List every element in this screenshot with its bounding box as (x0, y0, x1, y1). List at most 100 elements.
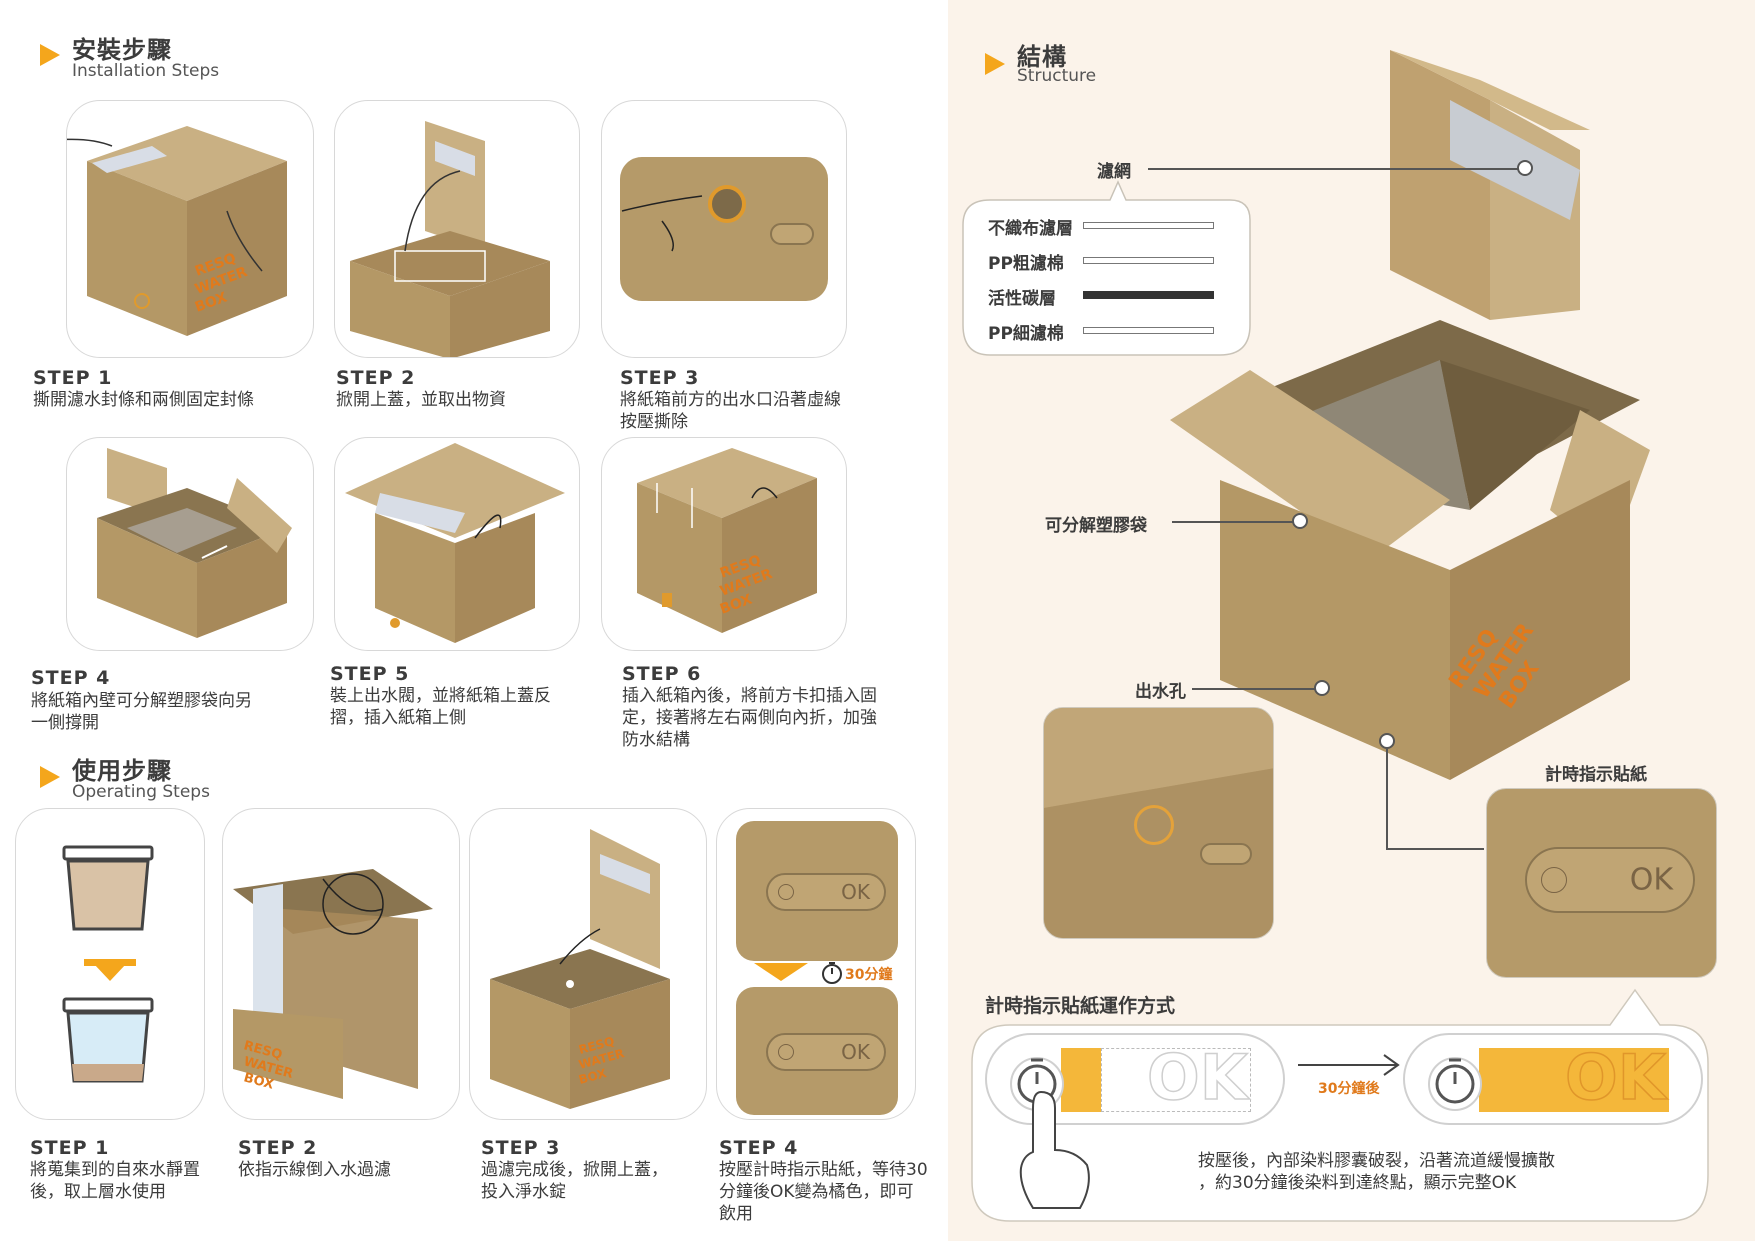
install-step1-desc: 撕開濾水封條和兩側固定封條 (33, 390, 254, 410)
installation-subtitle: Installation Steps (72, 61, 220, 81)
operate-step3-desc: 過濾完成後，掀開上蓋，投入淨水錠 (481, 1160, 668, 1202)
section-marker-icon (40, 766, 60, 788)
dye-fill-start (1061, 1048, 1101, 1112)
outlet-closeup-shading (1044, 708, 1273, 938)
timer-sticker-small (1200, 843, 1252, 865)
operate-step4-label: STEP 4 (719, 1137, 799, 1159)
install-step5-label: STEP 5 (330, 663, 410, 685)
open-box-bag-illustration (97, 448, 292, 638)
fold-lid-illustration (345, 443, 565, 643)
outlet-leader-line (1192, 688, 1320, 690)
pressing-finger-icon (1019, 1090, 1090, 1209)
install-step4-desc: 將紙箱內壁可分解塑膠袋向另一側撐開 (31, 691, 252, 733)
sticker-ok-outline: OK (1146, 1040, 1248, 1115)
arrow-down-icon (754, 963, 808, 981)
install-step4-label: STEP 4 (31, 667, 111, 689)
layer-bar-carbon (1083, 291, 1214, 299)
install-step3-desc: 將紙箱前方的出水口沿著虛線按壓撕除 (620, 390, 841, 432)
sticker-how-title: 計時指示貼紙運作方式 (985, 995, 1176, 1017)
box-opening-illustration (350, 121, 550, 357)
install-step6-illustration: RESQ WATER BOX (601, 437, 847, 651)
operate-step1-illustration (15, 808, 205, 1120)
layer-bar-pp-coarse (1083, 257, 1214, 264)
operating-title: 使用步驟 (72, 757, 172, 785)
outlet-label: 出水孔 (1135, 682, 1186, 702)
sticker-after-diagram: OK (1403, 1033, 1703, 1125)
box-tearing-seal-illustration: RESQ WATER BOX (67, 126, 287, 336)
sticker-how-desc-line2: ，約30分鐘後染料到達終點，顯示完整OK (1198, 1173, 1517, 1193)
layer-label-pp-coarse: PP粗濾棉 (988, 254, 1064, 274)
install-step2-illustration (334, 100, 580, 358)
dye-fill-complete (1479, 1048, 1669, 1112)
timer-sticker-after: OK (766, 1033, 886, 1071)
layer-label-pp-fine: PP細濾棉 (988, 324, 1064, 344)
sticker-leader-vertical (1386, 749, 1388, 849)
layer-bar-nonwoven (1083, 222, 1214, 229)
install-step6-label: STEP 6 (622, 663, 702, 685)
sticker-label: 計時指示貼紙 (1545, 765, 1647, 785)
filter-leader-line (1148, 168, 1520, 170)
operate-step4-desc: 按壓計時指示貼紙，等待30分鐘後OK變為橘色，即可飲用 (719, 1160, 928, 1224)
outlet-closeup-photo (620, 157, 828, 301)
install-step3-illustration (601, 100, 847, 358)
sticker-ok-text: OK (841, 880, 870, 904)
install-step5-desc: 裝上出水閥，並將紙箱上蓋反摺，插入紙箱上側 (330, 686, 551, 728)
tablet-drop-illustration: RESQ WATER BOX (490, 829, 670, 1109)
install-step6-desc: 插入紙箱內後，將前方卡扣插入固定，接著將左右兩側向內折，加強防水結構 (622, 686, 877, 750)
sticker-ok-text: OK (841, 1040, 870, 1064)
section-marker-icon (40, 44, 60, 66)
install-step2-desc: 掀開上蓋，並取出物資 (336, 390, 506, 410)
bag-pin-icon (1292, 513, 1308, 529)
install-step4-illustration (66, 437, 314, 651)
sticker-how-desc-line1: 按壓後，內部染料膠囊破裂，沿著流道緩慢擴散 (1198, 1151, 1555, 1171)
operate-step2-desc: 依指示線倒入水過濾 (238, 1160, 391, 1180)
bag-leader-line (1172, 521, 1296, 523)
timer-30min-label: 30分鐘 (845, 967, 893, 983)
outlet-hole-icon (1134, 805, 1174, 845)
settling-bucket-icon (62, 845, 154, 1083)
sticker-leader-horizontal (1386, 848, 1484, 850)
after-30min-label: 30分鐘後 (1318, 1081, 1380, 1097)
structure-subtitle: Structure (1017, 66, 1097, 86)
sticker-before-diagram: OK (985, 1033, 1285, 1125)
install-step5-illustration (334, 437, 580, 651)
outlet-pin-icon (1314, 680, 1330, 696)
sticker-after-photo: OK (736, 987, 898, 1115)
timer-dot-icon (1541, 867, 1567, 893)
pouring-water-illustration: RESQ WATER BOX (233, 869, 433, 1099)
operating-subtitle: Operating Steps (72, 782, 210, 802)
sticker-ok-filled: OK (1564, 1040, 1666, 1115)
dye-channel (1101, 1048, 1251, 1112)
timer-sticker-mini (770, 223, 814, 245)
stopwatch-icon (1428, 1057, 1482, 1111)
pressing-hand-icon (621, 195, 703, 252)
sticker-closeup-photo: OK (1486, 788, 1717, 978)
arrow-right-icon (1298, 1054, 1400, 1076)
operate-step2-illustration: RESQ WATER BOX (222, 808, 460, 1120)
layer-label-nonwoven: 不織布濾層 (988, 219, 1073, 239)
sticker-before-photo: OK (736, 821, 898, 961)
layer-bar-pp-fine (1083, 327, 1214, 334)
filter-label: 濾網 (1097, 162, 1131, 182)
install-step1-illustration: RESQ WATER BOX (66, 100, 314, 358)
section-marker-icon (985, 53, 1005, 75)
timer-dot-icon (778, 1044, 794, 1060)
box-structure-illustration: RESQ WATER BOX (1170, 50, 1650, 780)
stopwatch-icon (822, 962, 842, 984)
filter-pin-icon (1517, 160, 1533, 176)
install-step2-label: STEP 2 (336, 367, 416, 389)
outlet-hole-icon (708, 185, 746, 223)
operate-step4-illustration: OK 30分鐘 OK (716, 808, 916, 1120)
closed-box-illustration: RESQ WATER BOX (637, 448, 817, 633)
bag-label: 可分解塑膠袋 (1045, 516, 1147, 536)
operate-step3-label: STEP 3 (481, 1137, 561, 1159)
sticker-ok-text: OK (1629, 862, 1673, 898)
sticker-pin-icon (1379, 733, 1395, 749)
operate-step2-label: STEP 2 (238, 1137, 318, 1159)
layer-label-carbon: 活性碳層 (988, 289, 1056, 309)
timer-dot-icon (778, 884, 794, 900)
installation-title: 安裝步驟 (72, 36, 172, 64)
operate-step1-desc: 將蒐集到的自來水靜置後，取上層水使用 (30, 1160, 200, 1202)
operate-step1-label: STEP 1 (30, 1137, 110, 1159)
timer-sticker-before: OK (766, 873, 886, 911)
